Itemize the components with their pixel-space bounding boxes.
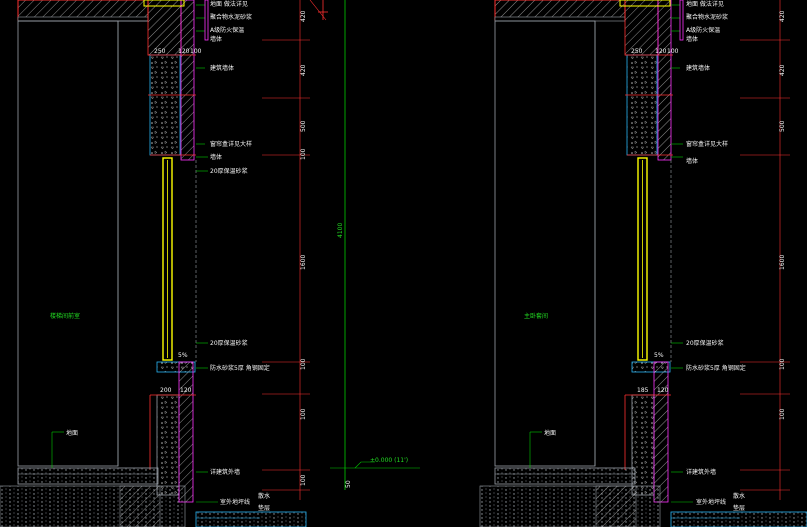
- floor-slab: [17, 467, 159, 485]
- height-dim-7: 100: [300, 408, 307, 420]
- dim-top-2: 120: [178, 48, 190, 55]
- total-dim: 4100: [337, 223, 344, 238]
- height-dim-1: 420: [779, 10, 786, 22]
- note-15: 垫层: [733, 504, 745, 512]
- note-7: 墙体: [686, 157, 698, 165]
- dim-bottom-1: 200: [160, 387, 172, 394]
- beam-concrete: [149, 54, 181, 156]
- note-6: 窗帘盒详见大样: [686, 140, 728, 148]
- height-dim-6: 100: [300, 358, 307, 370]
- note-9: 5%: [654, 352, 664, 359]
- window-frame: [637, 157, 648, 361]
- beam-upper: [624, 0, 659, 56]
- room-outline: [17, 20, 119, 467]
- height-dim-5: 100: [779, 358, 786, 370]
- note-1: 地面 做法详见: [686, 0, 724, 8]
- insulation-upper: [657, 0, 672, 161]
- dim-bottom-2: 120: [657, 387, 669, 394]
- magenta-strip: [204, 0, 209, 41]
- height-dim-3: 500: [300, 120, 307, 132]
- floor-slab: [494, 467, 636, 485]
- height-dim-3: 500: [779, 120, 786, 132]
- note-3: A级防火保温: [210, 26, 244, 34]
- note-15: 垫层: [258, 504, 270, 512]
- sill: [156, 361, 196, 373]
- note-11: 防水砂浆5厚 角钢固定: [210, 364, 270, 372]
- beam-upper: [147, 0, 182, 56]
- room-outline: [494, 20, 596, 467]
- height-dim-5: 100: [300, 148, 307, 160]
- height-dim-2: 420: [300, 64, 307, 76]
- ground-outside: [195, 511, 307, 527]
- dim-top-2: 120: [655, 48, 667, 55]
- note-2: 聚合物水泥砂浆: [686, 13, 728, 21]
- right-section: 主卧套间 地面 250 120 100 185 120 地面 做法详见 聚合物水…: [479, 0, 807, 527]
- top-yellow-frame: [143, 0, 185, 7]
- note-7: 墙体: [210, 153, 222, 161]
- window-frame: [162, 157, 173, 361]
- insulation-lower: [178, 361, 194, 503]
- left-section: 楼梯间前室 地面 250 120 100 200 120 地面 做法详见 聚合物…: [0, 0, 420, 527]
- note-10: 20厚保温砂浆: [210, 339, 248, 347]
- note-4: 墙体: [686, 35, 698, 43]
- note-11: 防水砂浆5厚 角钢固定: [686, 364, 746, 372]
- note-13: 室外地坪线: [696, 498, 726, 506]
- note-5: 建筑墙体: [686, 64, 710, 72]
- note-3: A级防火保温: [686, 26, 720, 34]
- room-label: 主卧套间: [524, 312, 548, 320]
- magenta-strip: [679, 0, 684, 41]
- lower-wall-concrete: [156, 394, 180, 496]
- sill: [631, 361, 671, 373]
- elevation-label: ±0.000 (11'): [370, 457, 408, 464]
- height-dim-6: 100: [779, 408, 786, 420]
- height-dim-4: 1600: [300, 255, 307, 270]
- top-slab-band: [17, 16, 149, 22]
- insulation-upper: [180, 0, 195, 161]
- dim-bottom-2: 120: [180, 387, 192, 394]
- note-2: 聚合物水泥砂浆: [210, 13, 252, 21]
- note-1: 地面 做法详见: [210, 0, 248, 8]
- top-yellow-frame: [619, 0, 671, 7]
- note-8: 20厚保温砂浆: [210, 167, 248, 175]
- height-dim-8: 100: [300, 474, 307, 486]
- note-12: 详建筑外墙: [210, 468, 240, 476]
- note-10: 20厚保温砂浆: [686, 339, 724, 347]
- beam-concrete: [626, 54, 658, 156]
- floor-label: 地面: [66, 429, 78, 437]
- note-4: 墙体: [210, 35, 222, 43]
- note-5: 建筑墙体: [210, 64, 234, 72]
- note-13: 室外地坪线: [220, 498, 250, 506]
- note-12: 详建筑外墙: [686, 468, 716, 476]
- note-14: 散水: [733, 492, 745, 500]
- dim-top-1: 250: [631, 48, 643, 55]
- ground-outside: [670, 511, 807, 527]
- height-dim-4: 1600: [779, 255, 786, 270]
- elev-marker: [354, 461, 375, 469]
- dim-top-1: 250: [154, 48, 166, 55]
- base-hatch: [119, 485, 161, 527]
- dim-top-3: 100: [190, 48, 202, 55]
- height-dim-2: 420: [779, 64, 786, 76]
- note-9: 5%: [178, 352, 188, 359]
- level-mark-1: 50: [345, 480, 352, 488]
- room-label: 楼梯间前室: [50, 312, 80, 320]
- dim-bottom-1: 185: [637, 387, 649, 394]
- note-14: 散水: [258, 492, 270, 500]
- insulation-lower: [653, 361, 669, 503]
- top-slab-band: [494, 16, 626, 22]
- dim-top-3: 100: [667, 48, 679, 55]
- height-dim-1: 420: [300, 10, 307, 22]
- base-hatch: [595, 485, 637, 527]
- floor-label: 地面: [544, 429, 556, 437]
- note-6: 窗帘盒详见大样: [210, 140, 252, 148]
